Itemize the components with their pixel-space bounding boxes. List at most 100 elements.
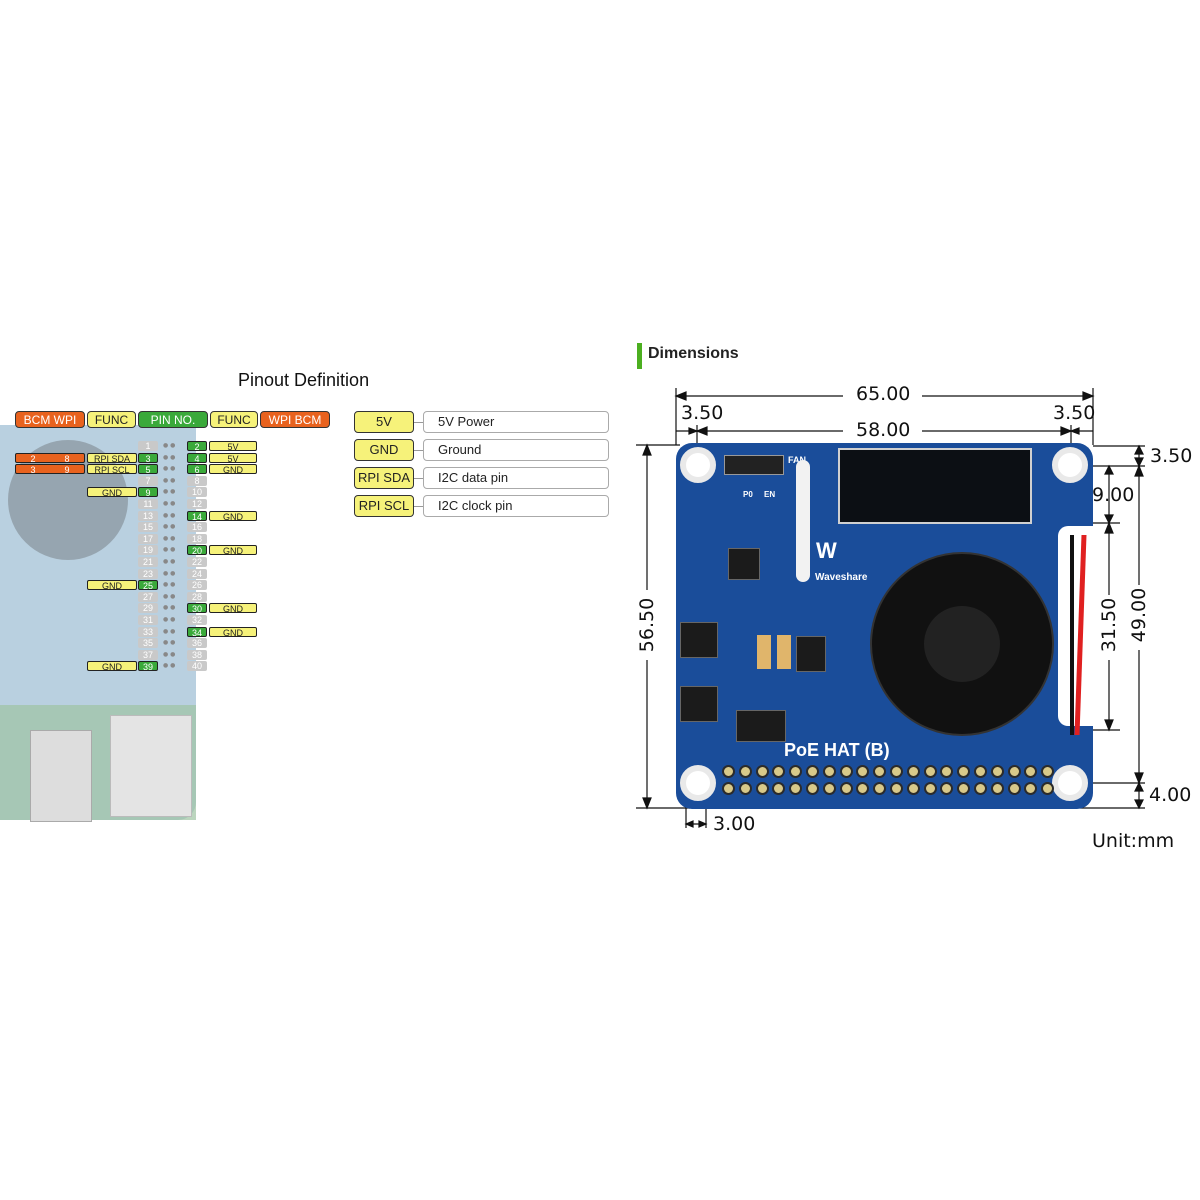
- pin-func-label: GND: [209, 545, 257, 556]
- legend-key: 5V: [354, 411, 414, 433]
- pin-1: 1: [138, 441, 158, 451]
- pin-func-label: GND: [87, 661, 137, 672]
- dim-total-height: 56.50: [636, 597, 659, 653]
- legend-connector: [414, 450, 424, 451]
- pin-16: 16: [187, 522, 207, 533]
- header-pin-dots: ● ●: [163, 511, 176, 519]
- gpio-pin: [839, 765, 853, 778]
- gpio-pin: [974, 765, 987, 778]
- gpio-pin: [738, 765, 752, 778]
- header-pin-dots: ● ●: [163, 534, 176, 542]
- capacitor: [777, 635, 791, 669]
- header-pin-dots: ● ●: [163, 650, 176, 658]
- header-pin-dots: ● ●: [163, 639, 176, 647]
- fan-wire-black: [1070, 535, 1074, 735]
- pin-12: 12: [187, 499, 207, 509]
- switch-label-p0: P0: [743, 490, 753, 499]
- header-pin-dots: ● ●: [163, 627, 176, 635]
- pin-5: 5: [138, 464, 158, 475]
- gpio-pin: [1041, 765, 1055, 778]
- bridge-rectifier: [680, 686, 718, 722]
- pin-36: 36: [187, 638, 207, 649]
- waveshare-logo-icon: W: [816, 538, 837, 563]
- legend-description: Ground: [423, 439, 609, 461]
- fan-switch: [724, 455, 784, 475]
- pin-18: 18: [187, 533, 207, 544]
- pin-40: 40: [187, 661, 207, 672]
- dim-hole-span-width: 58.00: [856, 419, 911, 441]
- pin-24: 24: [187, 568, 207, 579]
- pin-func-label: GND: [87, 580, 137, 591]
- pin-39: 39: [138, 661, 158, 672]
- board-slot: [796, 460, 810, 582]
- gpio-pin: [755, 765, 769, 778]
- dimensions-title: Dimensions: [648, 345, 739, 362]
- pin-7: 7: [138, 475, 158, 486]
- pin-3: 3: [138, 452, 158, 464]
- brand-label: Waveshare: [815, 572, 868, 583]
- dim-top-offset: 3.50: [1150, 445, 1193, 467]
- pin-func-label: GND: [209, 626, 257, 638]
- gpio-pin: [974, 782, 987, 795]
- pin-27: 27: [138, 591, 158, 602]
- legend-connector: [414, 478, 424, 479]
- gpio-pin: [990, 765, 1004, 778]
- pin-func-label: 5V: [209, 441, 257, 452]
- pin-17: 17: [138, 533, 158, 544]
- pin-func-label: 5V: [209, 452, 257, 464]
- pin-2: 2: [187, 441, 207, 452]
- arrow: [695, 426, 708, 436]
- header-pin-dots: ● ●: [163, 476, 176, 484]
- board-label: PoE HAT (B): [784, 740, 890, 760]
- dim-hole-span-height: 49.00: [1128, 587, 1151, 643]
- pin-37: 37: [138, 649, 158, 660]
- gpio-pin: [738, 782, 752, 795]
- fan-hub: [924, 606, 1000, 682]
- gpio-pin: [856, 782, 870, 795]
- header-pin-dots: ● ●: [163, 488, 176, 496]
- gpio-pin: [940, 782, 954, 795]
- gpio-pin: [806, 782, 819, 795]
- legend-connector: [414, 506, 424, 507]
- pin-38: 38: [187, 649, 207, 660]
- wpi-number: 9: [64, 465, 70, 476]
- gpio-pin: [1024, 765, 1038, 778]
- header-pin-dots: ● ●: [163, 453, 176, 461]
- gpio-pin: [957, 782, 971, 795]
- gpio-pin: [923, 782, 937, 795]
- capacitor: [757, 635, 771, 669]
- power-chip: [736, 710, 786, 742]
- header-func-right: FUNC: [210, 411, 258, 428]
- header-pin-no: PIN NO.: [138, 411, 208, 428]
- transformer-chip: [796, 636, 826, 672]
- pin-func-label: GND: [87, 487, 137, 498]
- legend-connector: [414, 422, 424, 423]
- bcm-number: 3: [30, 465, 36, 476]
- usb-port-image: [30, 730, 92, 822]
- pin-26: 26: [187, 580, 207, 591]
- pin-func-label: GND: [209, 510, 257, 522]
- fan-label: FAN: [788, 455, 806, 465]
- header-pin-dots: ● ●: [163, 569, 176, 577]
- wpi-number: 8: [64, 453, 70, 464]
- arrow: [1060, 426, 1073, 436]
- mounting-hole-top-right: [1052, 447, 1088, 483]
- header-func-left: FUNC: [87, 411, 136, 428]
- gpio-pin: [822, 765, 836, 778]
- pin-8: 8: [187, 475, 207, 486]
- section-accent-bar: [637, 343, 642, 369]
- pin-15: 15: [138, 522, 158, 533]
- dim-notch-height: 31.50: [1098, 597, 1121, 653]
- header-pin-dots: ● ●: [163, 465, 176, 473]
- arrow: [674, 391, 687, 401]
- gpio-pin: [873, 782, 887, 795]
- header-pin-dots: ● ●: [163, 558, 176, 565]
- pin-4: 4: [187, 452, 207, 464]
- gpio-pin: [772, 765, 786, 778]
- legend-key: RPI SCL: [354, 495, 414, 517]
- mounting-hole-top-left: [680, 447, 716, 483]
- gpio-pin: [890, 765, 903, 778]
- gpio-pin: [856, 765, 870, 778]
